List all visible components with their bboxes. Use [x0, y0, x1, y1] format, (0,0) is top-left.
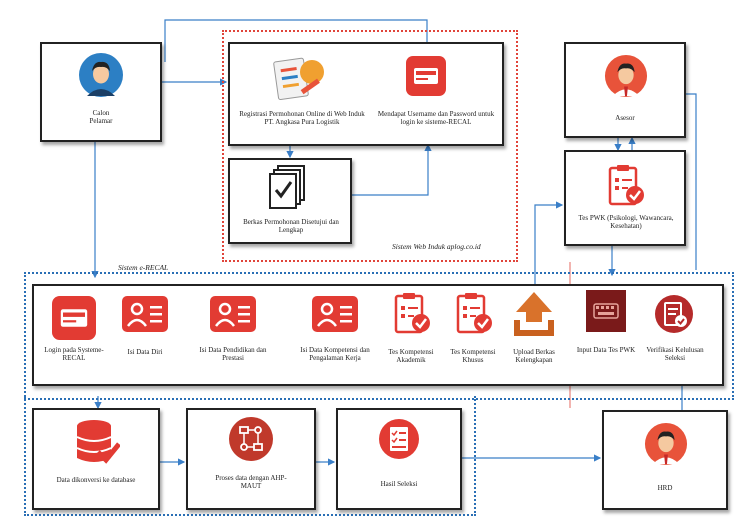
step-label: Tes Kompetensi Khusus: [450, 348, 496, 364]
step-label: Verifikasi Kelulusan Seleksi: [646, 346, 704, 362]
id-card-icon: [312, 296, 358, 332]
username-label: Mendapat Username dan Password untuk log…: [377, 110, 495, 126]
erecal-region: [24, 272, 734, 400]
checklist-icon: [608, 165, 644, 206]
registrasi-label: Registrasi Permohonan Online di Web Indu…: [239, 110, 365, 126]
checklist-icon: [456, 293, 492, 334]
id-card-icon: [122, 296, 168, 332]
hasil-label: Hasil Seleksi: [380, 480, 418, 488]
registration-form-icon: [273, 57, 324, 101]
tes-pwk-label: Tes PWK (Psikologi, Wawancara, Kesehatan…: [578, 214, 674, 230]
upload-icon: [514, 292, 554, 336]
credential-card-icon: [406, 56, 446, 96]
hrd-avatar-icon: [644, 422, 688, 466]
verify-icon: [655, 295, 693, 333]
step-label: Tes Kompetensi Akademik: [388, 348, 434, 364]
hrd-box: HRD: [602, 410, 728, 510]
documents-icon: [269, 165, 305, 209]
erecal-caption: Sistem e-RECAL: [118, 263, 169, 272]
berkas-box: Berkas Permohonan Disetujui dan Lengkap: [228, 158, 352, 244]
asesor-label: Asesor: [615, 114, 635, 122]
erecal-lower-region: [24, 396, 476, 516]
step-label: Login pada Systeme-RECAL: [44, 346, 104, 362]
proses-box: Proses data dengan AHP-MAUT: [186, 408, 316, 510]
calon-pelamar-label: Calon Pelamar: [89, 109, 113, 125]
asesor-box: Asesor: [564, 42, 686, 138]
erecal-steps-box: Login pada Systeme-RECAL Isi Data Diri I…: [32, 284, 724, 386]
step-label: Input Data Tes PWK: [576, 346, 636, 354]
keyboard-icon: [586, 290, 626, 332]
login-card-icon: [52, 296, 96, 340]
web-induk-region: [222, 30, 518, 262]
calon-pelamar-box: Calon Pelamar: [40, 42, 162, 142]
step-label: Isi Data Kompetensi dan Pengalaman Kerja: [300, 346, 370, 362]
checklist-icon: [394, 293, 430, 334]
web-induk-caption: Sistem Web Induk aplog.co.id: [392, 242, 481, 251]
berkas-label: Berkas Permohonan Disetujui dan Lengkap: [243, 218, 339, 234]
process-flow-icon: [229, 417, 273, 461]
id-card-icon: [210, 296, 256, 332]
hasil-box: Hasil Seleksi: [336, 408, 462, 510]
database-icon: [76, 420, 120, 464]
database-box: Data dikonversi ke database: [32, 408, 160, 510]
asesor-avatar-icon: [604, 54, 648, 98]
proses-label: Proses data dengan AHP-MAUT: [215, 474, 287, 490]
database-label: Data dikonversi ke database: [56, 476, 136, 484]
step-label: Isi Data Pendidikan dan Prestasi: [199, 346, 267, 362]
web-induk-box: Registrasi Permohonan Online di Web Indu…: [228, 42, 504, 146]
step-label: Isi Data Diri: [127, 348, 163, 356]
hrd-label: HRD: [657, 484, 673, 492]
tes-pwk-box: Tes PWK (Psikologi, Wawancara, Kesehatan…: [564, 150, 686, 246]
pelamar-avatar-icon: [79, 53, 123, 97]
step-label: Upload Berkas Kelengkapan: [513, 348, 555, 364]
result-list-icon: [379, 419, 419, 459]
